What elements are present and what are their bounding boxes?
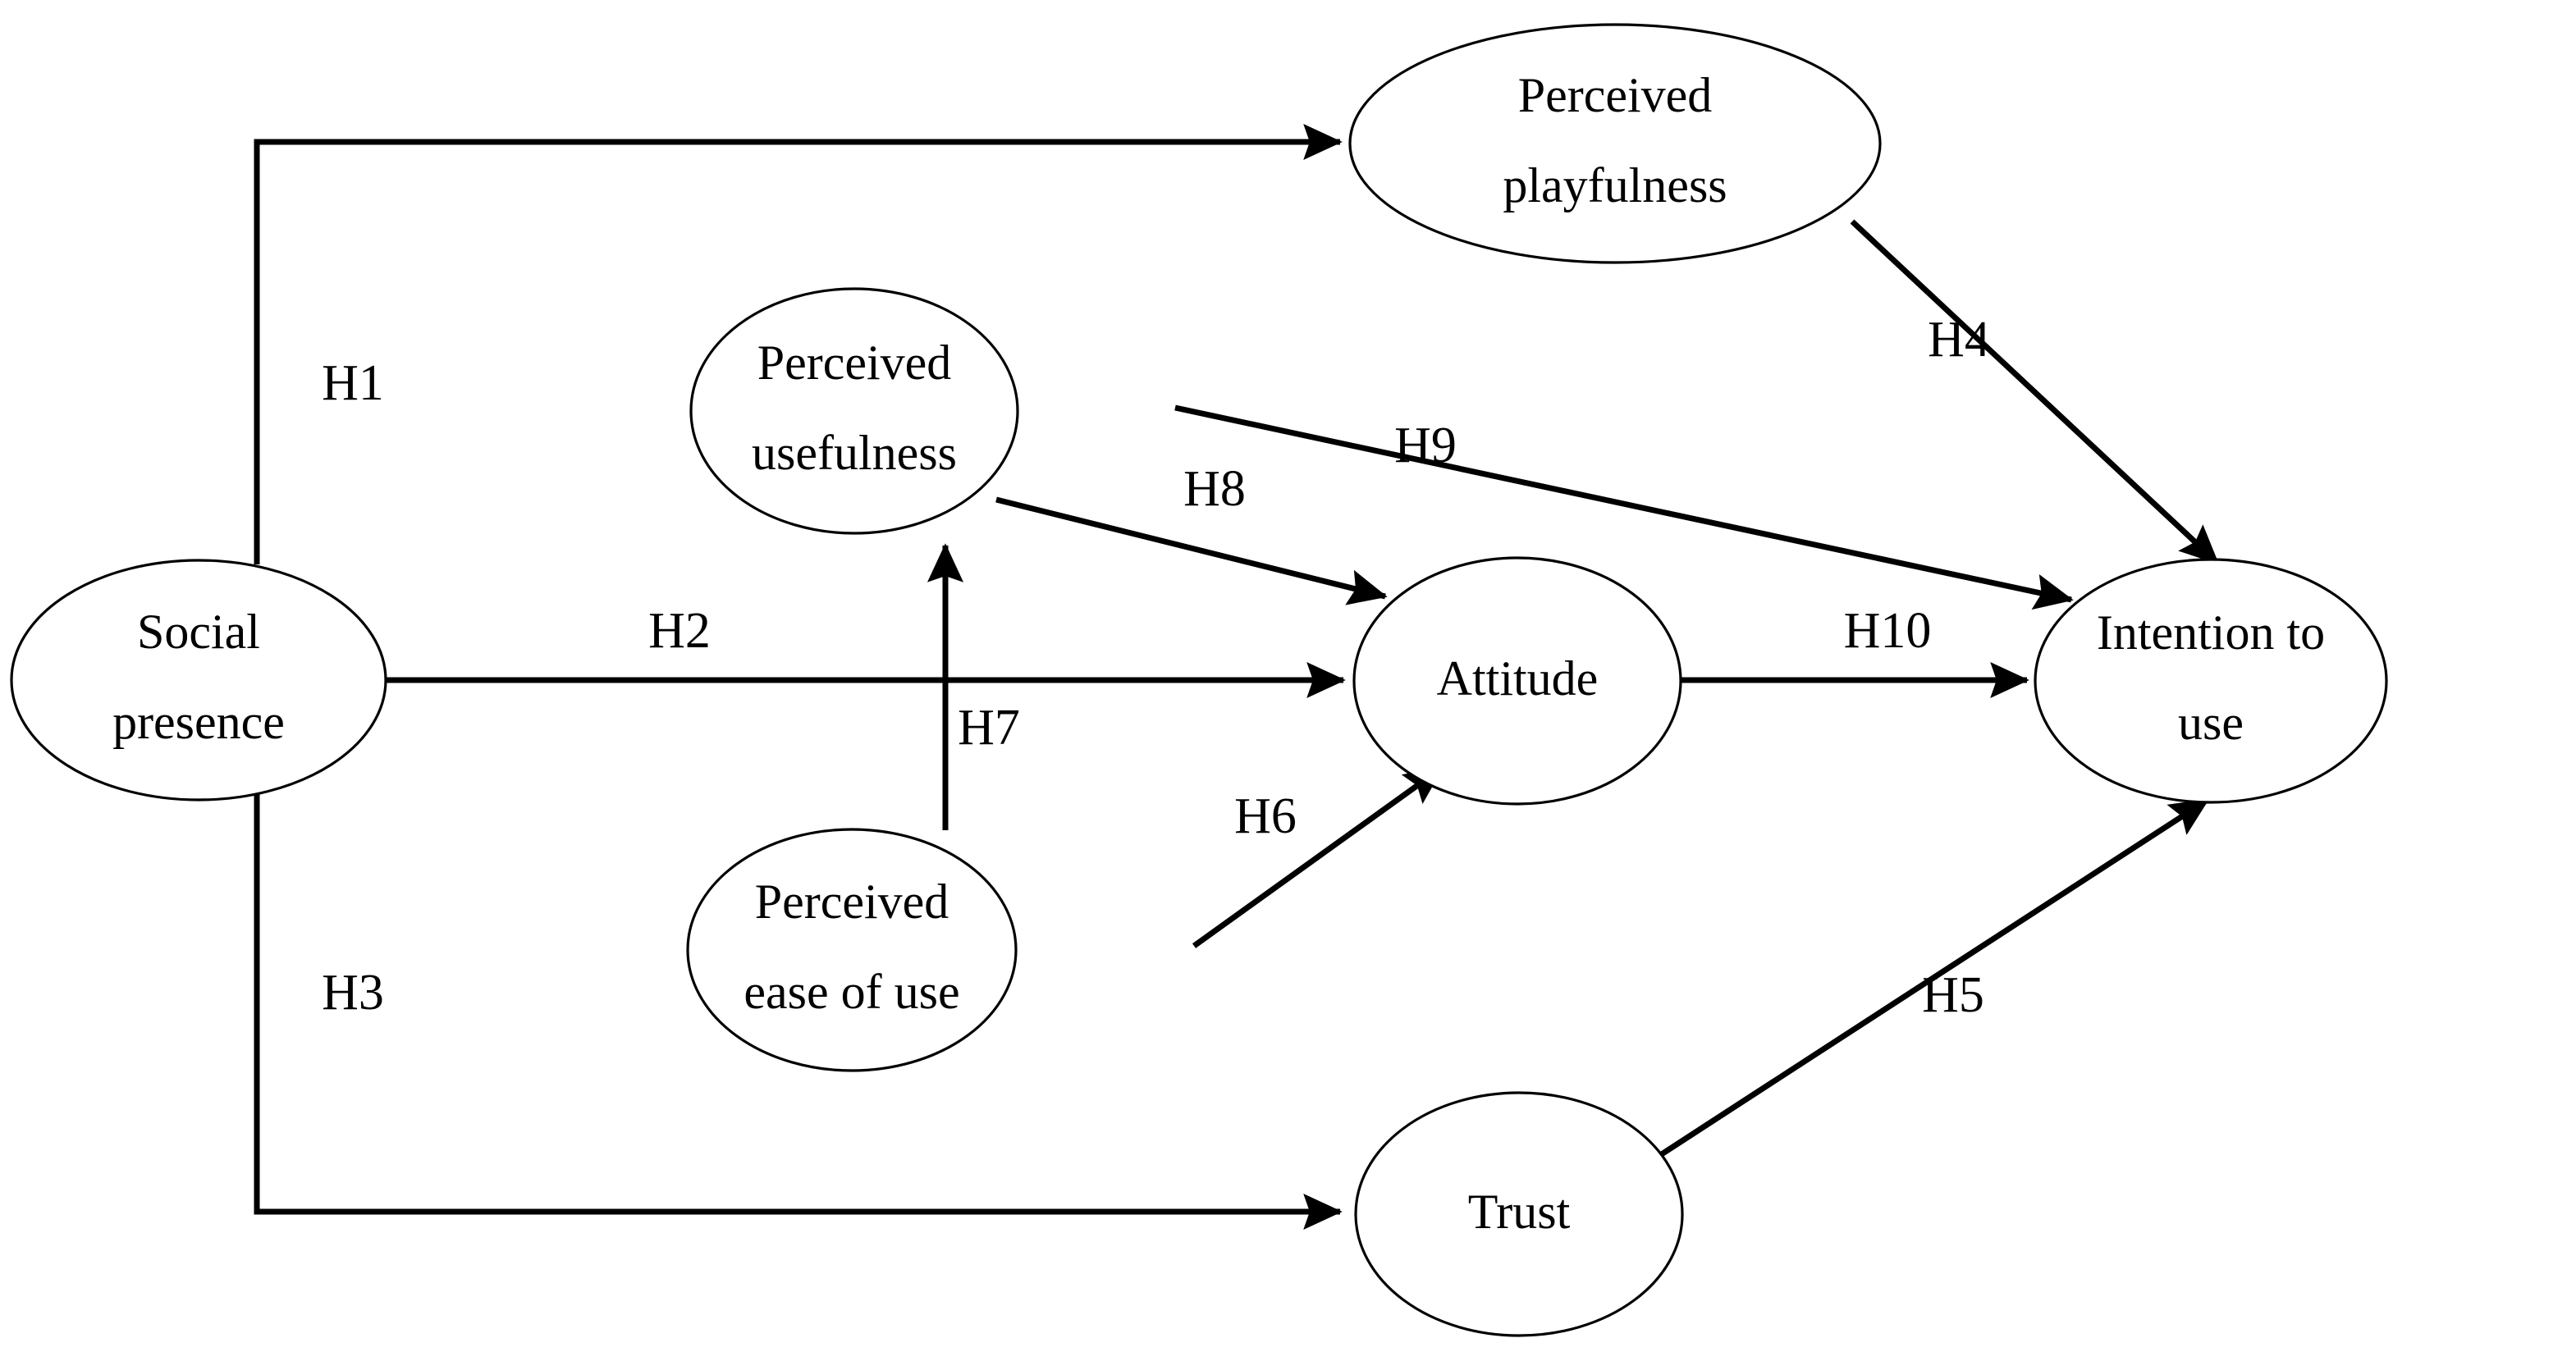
edge-label-h1: H1 (322, 355, 384, 411)
node-perceived-usefulness-shape[interactable] (689, 287, 1019, 535)
edge-h5 (1656, 797, 2210, 1159)
edge-label-h7: H7 (958, 700, 1020, 756)
edge-label-h5: H5 (1922, 967, 1984, 1023)
node-social-presence-label-line1: Social (137, 605, 260, 659)
node-intention-to-use-shape[interactable] (2034, 558, 2388, 804)
edge-h6 (1192, 765, 1444, 948)
edge-label-h9: H9 (1394, 418, 1457, 473)
node-trust[interactable]: Trust (1354, 1091, 1684, 1337)
node-intention-to-use-label-line1: Intention to (2097, 605, 2325, 660)
node-trust-label-line1: Trust (1468, 1185, 1571, 1239)
edge-h3 (254, 794, 1343, 1231)
node-perceived-playfulness-label-line1: Perceived (1518, 68, 1713, 122)
node-intention-to-use[interactable]: Intention to use (2034, 558, 2388, 804)
edge-h4 (1850, 219, 2220, 565)
node-social-presence[interactable]: Social presence (10, 559, 387, 802)
node-perceived-ease-of-use-label-line2: ease of use (744, 965, 959, 1019)
edge-label-h3: H3 (322, 965, 384, 1021)
node-perceived-ease-of-use-shape[interactable] (686, 828, 1018, 1072)
edge-h1 (254, 123, 1343, 564)
node-perceived-usefulness-label-line1: Perceived (757, 336, 952, 390)
node-attitude-shape[interactable] (1352, 556, 1682, 806)
edge-h9 (1174, 404, 2074, 610)
node-perceived-playfulness[interactable]: Perceived playfulness (1348, 23, 1882, 264)
edge-label-h4: H4 (1928, 312, 1990, 368)
node-attitude[interactable]: Attitude (1352, 556, 1682, 806)
node-perceived-ease-of-use-label-line1: Perceived (755, 875, 949, 929)
edge-label-h6: H6 (1234, 788, 1297, 844)
node-perceived-ease-of-use[interactable]: Perceived ease of use (686, 828, 1018, 1072)
node-perceived-playfulness-label-line2: playfulness (1503, 158, 1727, 212)
node-social-presence-label-line2: presence (112, 695, 285, 749)
edge-label-h2: H2 (648, 603, 711, 659)
node-perceived-usefulness-label-line2: usefulness (752, 426, 957, 480)
edge-h8 (995, 496, 1388, 605)
node-perceived-usefulness[interactable]: Perceived usefulness (689, 287, 1019, 535)
node-social-presence-shape[interactable] (10, 559, 387, 802)
node-trust-shape[interactable] (1354, 1091, 1684, 1337)
node-perceived-playfulness-shape[interactable] (1348, 23, 1882, 264)
node-attitude-label-line1: Attitude (1437, 651, 1599, 706)
edge-label-h8: H8 (1183, 461, 1246, 517)
edge-label-h10: H10 (1844, 603, 1932, 659)
node-intention-to-use-label-line2: use (2178, 696, 2244, 750)
